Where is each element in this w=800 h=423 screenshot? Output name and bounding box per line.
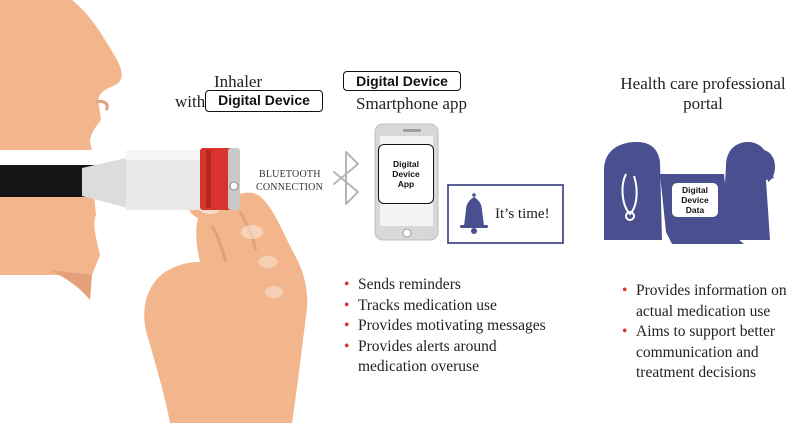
list-item: actual medication use [636, 302, 771, 320]
list-item: treatment decisions [636, 364, 757, 381]
portal-title-line2: portal [683, 94, 723, 113]
inhaler-device [82, 148, 240, 210]
bell-icon [460, 193, 488, 234]
list-item: medication overuse [358, 358, 479, 375]
bluetooth-label-line2: CONNECTION [256, 182, 323, 193]
list-item: •Aims to support better [622, 323, 776, 340]
inhaler-with-label: with [175, 92, 206, 111]
hand [144, 190, 308, 423]
notification-text: It’s time! [495, 206, 550, 222]
face-profile [0, 0, 122, 300]
list-item: •Provides information on [622, 282, 787, 299]
portal-title-line1: Health care professional [620, 74, 786, 93]
list-item: •Sends reminders [344, 276, 461, 293]
inhaler-device-label: Digital Device [205, 90, 323, 112]
notification-card [447, 184, 564, 244]
bluetooth-label-line1: BLUETOOTH [259, 169, 321, 180]
list-item: •Tracks medication use [344, 296, 497, 314]
app-feature-list: •Sends reminders •Tracks medication use … [344, 275, 546, 378]
healthcare-professionals [604, 142, 776, 240]
laptop-screen-label: Digital Device Data [673, 184, 717, 216]
portal-feature-list: •Provides information on actual medicati… [622, 281, 787, 384]
inhaler-title: Inhaler [214, 72, 263, 91]
app-subtitle: Smartphone app [356, 94, 467, 113]
list-item: •Provides motivating messages [344, 317, 546, 334]
list-item: •Provides alerts around [344, 337, 497, 355]
app-device-label: Digital Device [343, 71, 461, 91]
list-item: communication and [636, 343, 759, 361]
phone-screen-label: Digital Device App [378, 144, 434, 204]
bluetooth-icon [333, 151, 359, 205]
